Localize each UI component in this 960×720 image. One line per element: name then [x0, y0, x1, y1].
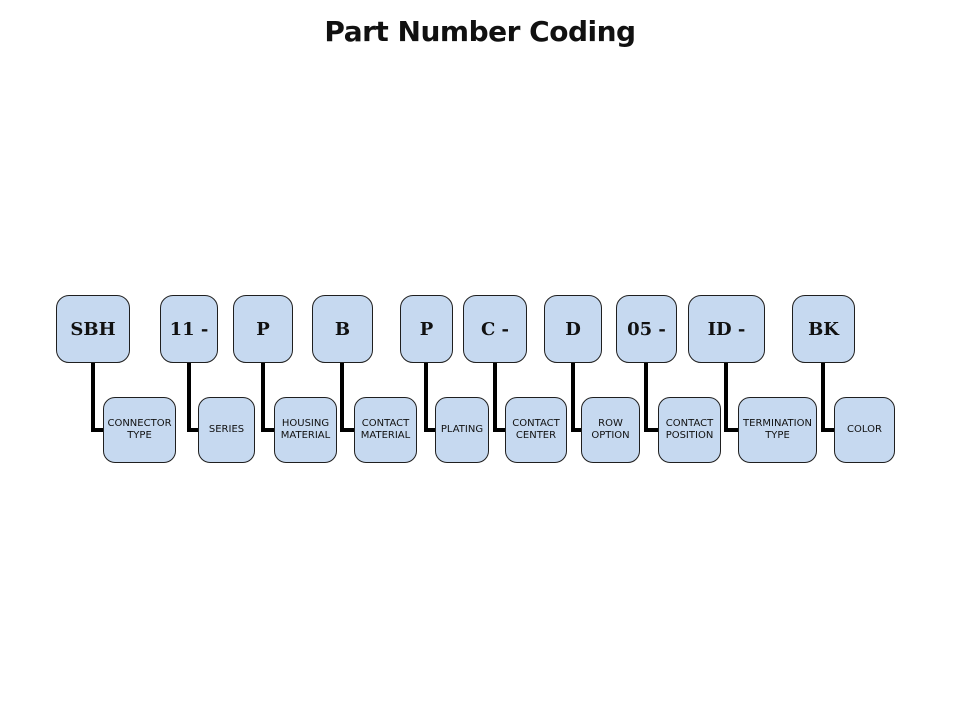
- part-code: B: [334, 318, 351, 340]
- connector-horizontal-line: [187, 428, 198, 432]
- part-label-box-series: SERIES: [198, 397, 255, 463]
- part-label-box-termination-type: TERMINATION TYPE: [738, 397, 817, 463]
- connector-horizontal-line: [724, 428, 738, 432]
- connector-vertical-line: [493, 363, 497, 432]
- connector-vertical-line: [187, 363, 191, 432]
- part-code-box-row-option: D: [544, 295, 602, 363]
- part-code: D: [565, 318, 581, 340]
- part-code: 05 -: [627, 318, 666, 340]
- part-code-box-plating: P: [400, 295, 453, 363]
- part-code: SBH: [70, 318, 116, 340]
- connector-horizontal-line: [261, 428, 274, 432]
- part-label: ROW OPTION: [591, 417, 630, 442]
- connector-vertical-line: [424, 363, 428, 432]
- connector-horizontal-line: [644, 428, 658, 432]
- connector-vertical-line: [261, 363, 265, 432]
- connector-horizontal-line: [340, 428, 354, 432]
- connector-vertical-line: [644, 363, 648, 432]
- part-label: CONTACT POSITION: [665, 417, 714, 442]
- part-label-box-contact-material: CONTACT MATERIAL: [354, 397, 417, 463]
- part-code: P: [419, 318, 434, 340]
- part-label: TERMINATION TYPE: [743, 417, 812, 442]
- part-label-box-connector-type: CONNECTOR TYPE: [103, 397, 176, 463]
- part-label-box-plating: PLATING: [435, 397, 489, 463]
- page-title: Part Number Coding: [324, 15, 636, 48]
- part-label: CONTACT CENTER: [512, 417, 560, 442]
- part-label: PLATING: [440, 423, 484, 435]
- part-code-box-connector-type: SBH: [56, 295, 130, 363]
- part-label: CONTACT MATERIAL: [360, 417, 411, 442]
- connector-horizontal-line: [424, 428, 435, 432]
- connector-horizontal-line: [821, 428, 834, 432]
- connector-vertical-line: [91, 363, 95, 432]
- part-label-box-contact-position: CONTACT POSITION: [658, 397, 721, 463]
- part-label-box-contact-center: CONTACT CENTER: [505, 397, 567, 463]
- part-code-box-contact-center: C -: [463, 295, 527, 363]
- part-code-box-housing-material: P: [233, 295, 293, 363]
- part-label: SERIES: [208, 423, 245, 435]
- part-label: HOUSING MATERIAL: [280, 417, 331, 442]
- connector-vertical-line: [340, 363, 344, 432]
- part-code: BK: [808, 318, 839, 340]
- connector-vertical-line: [571, 363, 575, 432]
- part-code-box-series: 11 -: [160, 295, 218, 363]
- part-label: COLOR: [847, 423, 882, 435]
- part-label-box-color: COLOR: [834, 397, 895, 463]
- part-code-box-contact-material: B: [312, 295, 373, 363]
- connector-horizontal-line: [571, 428, 581, 432]
- part-code: P: [256, 318, 270, 340]
- connector-horizontal-line: [493, 428, 505, 432]
- part-label-box-row-option: ROW OPTION: [581, 397, 640, 463]
- connector-horizontal-line: [91, 428, 103, 432]
- part-code: C -: [480, 318, 510, 340]
- connector-vertical-line: [724, 363, 728, 432]
- part-label: CONNECTOR TYPE: [107, 417, 172, 442]
- part-code: ID -: [707, 318, 746, 340]
- part-label-box-housing-material: HOUSING MATERIAL: [274, 397, 337, 463]
- part-code-box-color: BK: [792, 295, 855, 363]
- part-code-box-contact-position: 05 -: [616, 295, 677, 363]
- connector-vertical-line: [821, 363, 825, 432]
- part-code-box-termination-type: ID -: [688, 295, 765, 363]
- part-code: 11 -: [169, 318, 209, 340]
